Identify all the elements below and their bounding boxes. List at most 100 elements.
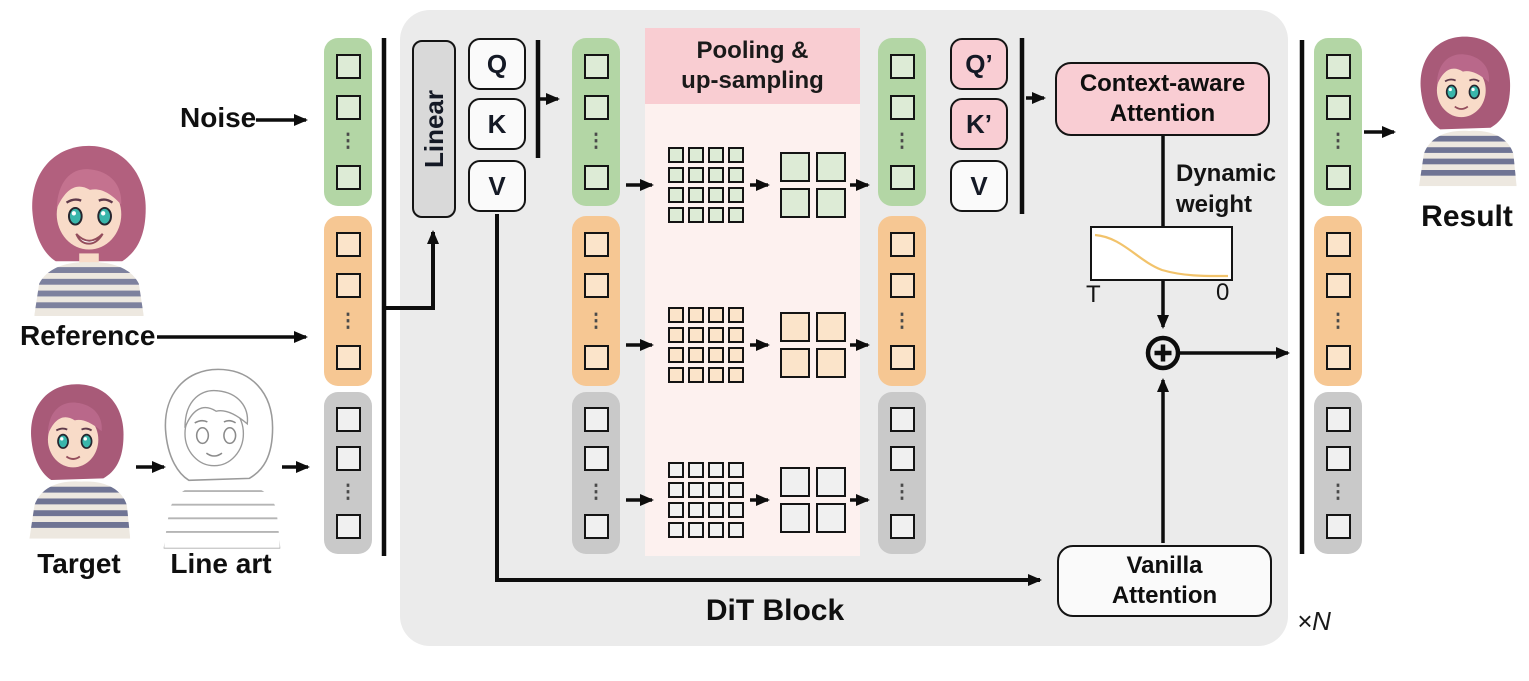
grid-cell <box>688 207 704 223</box>
grid-cell <box>668 522 684 538</box>
token-square <box>889 273 915 299</box>
dynamic-weight-line1: Dynamic <box>1176 160 1277 187</box>
value-box-2: V <box>950 160 1008 212</box>
grid-cell <box>780 348 810 378</box>
grid-cell <box>708 167 724 183</box>
vanilla-attention-box: Vanilla Attention <box>1057 545 1272 617</box>
context-aware-attention-box: Context-aware Attention <box>1055 62 1270 136</box>
token-column-lineart-output: ⋮ <box>1314 392 1362 554</box>
token-square <box>889 446 915 472</box>
grid-cell <box>708 147 724 163</box>
grid-cell <box>668 147 684 163</box>
grid-cell <box>728 482 744 498</box>
grid-cell <box>668 462 684 478</box>
token-square <box>889 53 915 79</box>
reference-girl-illustration <box>32 145 146 316</box>
grid-cell <box>668 367 684 383</box>
target-label: Target <box>37 548 121 579</box>
grid-cell <box>668 502 684 518</box>
weight-schedule-plot <box>1090 226 1233 281</box>
token-square <box>583 406 609 432</box>
pooling-header-line1: Pooling & <box>696 37 809 64</box>
grid-cell <box>708 482 724 498</box>
token-square <box>335 94 361 120</box>
grid-cell <box>816 188 846 218</box>
lineart-girl-illustration <box>163 368 281 549</box>
grid-cell <box>780 188 810 218</box>
token-square <box>889 514 915 540</box>
grid-cell <box>688 522 704 538</box>
ellipsis-dots: ⋮ <box>338 310 358 332</box>
grid-cell <box>688 502 704 518</box>
ellipsis-dots: ⋮ <box>892 131 912 153</box>
weight-curve <box>1094 233 1229 278</box>
grid-cell <box>728 167 744 183</box>
token-square <box>1325 446 1351 472</box>
plot-tick-0: 0 <box>1216 279 1230 306</box>
token-square <box>889 344 915 370</box>
token-square <box>583 94 609 120</box>
grid-cell <box>708 522 724 538</box>
ellipsis-dots: ⋮ <box>586 481 606 503</box>
token-column-lineart-latent: ⋮ <box>572 392 620 554</box>
vanilla-attention-line1: Vanilla <box>1126 552 1203 579</box>
target-image <box>16 366 142 552</box>
token-square <box>583 344 609 370</box>
linear-projection-box: Linear <box>412 40 456 218</box>
target-girl-illustration <box>29 384 131 539</box>
token-square <box>889 165 915 191</box>
token-square <box>335 344 361 370</box>
grid-cell <box>728 502 744 518</box>
grid-cell <box>688 167 704 183</box>
ellipsis-dots: ⋮ <box>338 131 358 153</box>
grid-cell <box>708 327 724 343</box>
grid-cell <box>668 327 684 343</box>
reference-label: Reference <box>20 320 156 351</box>
grid-cell <box>780 503 810 533</box>
result-image <box>1406 16 1528 202</box>
token-column-reference-latent: ⋮ <box>572 216 620 386</box>
dynamic-weight-label: Dynamic weight <box>1176 158 1276 220</box>
token-column-reference-input: ⋮ <box>324 216 372 386</box>
pooling-grid-reference-fine <box>668 307 744 383</box>
pooling-grid-lineart-fine <box>668 462 744 538</box>
grid-cell <box>816 503 846 533</box>
grid-cell <box>728 147 744 163</box>
grid-cell <box>688 327 704 343</box>
token-column-noise-input: ⋮ <box>324 38 372 206</box>
grid-cell <box>708 462 724 478</box>
token-square <box>335 446 361 472</box>
token-square <box>335 514 361 540</box>
grid-cell <box>668 167 684 183</box>
token-square <box>1325 165 1351 191</box>
linear-label: Linear <box>418 89 449 169</box>
plot-tick-T: T <box>1086 281 1101 308</box>
key-prime-box: K’ <box>950 98 1008 150</box>
grid-cell <box>688 147 704 163</box>
pooling-grid-reference-coarse <box>780 312 846 378</box>
grid-cell <box>816 467 846 497</box>
token-square <box>583 514 609 540</box>
context-attention-line1: Context-aware <box>1079 70 1246 97</box>
vanilla-attention-line2: Attention <box>1111 582 1218 609</box>
grid-cell <box>688 347 704 363</box>
token-square <box>335 232 361 258</box>
query-box: Q <box>468 38 526 90</box>
token-square <box>1325 344 1351 370</box>
token-square <box>1325 232 1351 258</box>
result-girl-illustration <box>1419 36 1517 187</box>
grid-cell <box>816 312 846 342</box>
token-column-noise-output: ⋮ <box>1314 38 1362 206</box>
token-square <box>889 94 915 120</box>
token-square <box>1325 514 1351 540</box>
token-column-lineart-input: ⋮ <box>324 392 372 554</box>
grid-cell <box>728 367 744 383</box>
pooling-grid-noise-fine <box>668 147 744 223</box>
token-square <box>889 232 915 258</box>
dynamic-weight-line2: weight <box>1176 191 1252 219</box>
grid-cell <box>708 187 724 203</box>
pooling-header-line2: up-sampling <box>681 67 824 94</box>
lineart-label: Line art <box>170 548 272 579</box>
token-square <box>335 406 361 432</box>
